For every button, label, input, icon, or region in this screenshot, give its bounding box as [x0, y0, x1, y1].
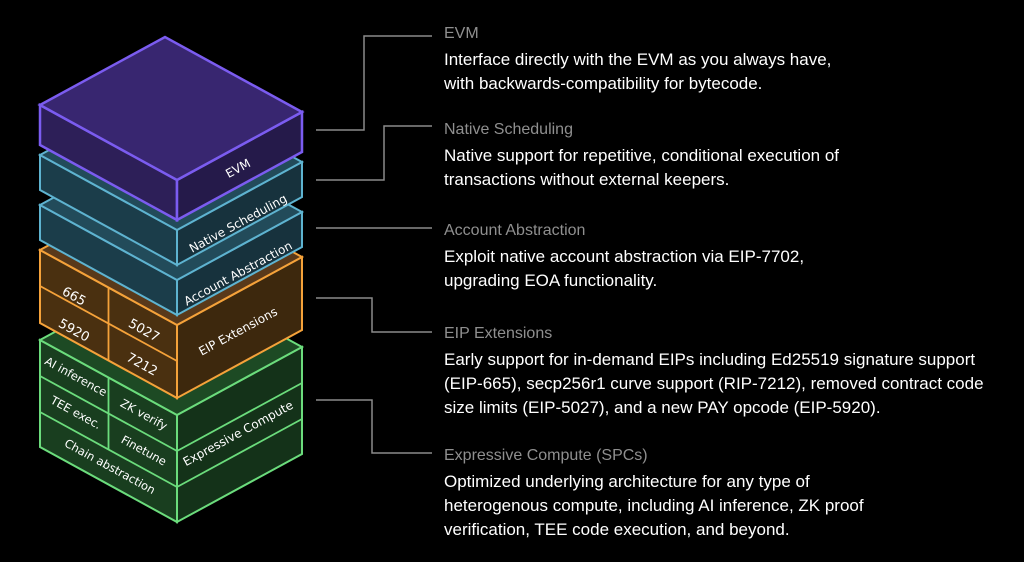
leader-line-eip-extensions — [316, 297, 432, 333]
description-native-scheduling-title: Native Scheduling — [444, 121, 573, 138]
description-eip-extensions: EIP Extensions Early support for in-dema… — [444, 324, 984, 420]
description-native-scheduling: Native Scheduling Native support for rep… — [444, 120, 839, 192]
description-expressive-compute-title: Expressive Compute (SPCs) — [444, 447, 648, 464]
description-evm: EVM Interface directly with the EVM as y… — [444, 24, 831, 96]
description-eip-extensions-line: Early support for in-demand EIPs includi… — [444, 350, 976, 369]
description-expressive-compute-line: heterogenous compute, including AI infer… — [444, 496, 864, 515]
description-account-abstraction-body: Exploit native account abstraction via E… — [444, 245, 804, 293]
expressive-compute-divider-right2 — [176, 418, 303, 488]
description-eip-extensions-title: EIP Extensions — [444, 325, 553, 342]
description-evm-line: with backwards-compatibility for bytecod… — [444, 74, 763, 93]
layer-evm: EVM — [37, 35, 305, 223]
eip-extensions-dividers — [39, 285, 178, 362]
description-account-abstraction-title: Account Abstraction — [444, 222, 586, 239]
expressive-compute-divider-h2 — [39, 411, 178, 488]
description-account-abstraction-line: Exploit native account abstraction via E… — [444, 247, 805, 266]
description-expressive-compute-line: verification, TEE code execution, and be… — [444, 520, 790, 539]
leader-line-native-scheduling — [316, 125, 432, 181]
description-expressive-compute: Expressive Compute (SPCs) Optimized unde… — [444, 446, 864, 542]
description-evm-body: Interface directly with the EVM as you a… — [444, 48, 831, 96]
description-native-scheduling-body: Native support for repetitive, condition… — [444, 144, 839, 192]
description-native-scheduling-line: transactions without external keepers. — [444, 170, 730, 189]
expressive-compute-dividers — [39, 375, 303, 488]
description-evm-line: Interface directly with the EVM as you a… — [444, 50, 832, 69]
expressive-compute-divider-h1 — [39, 375, 178, 452]
leader-line-evm — [316, 35, 432, 131]
description-eip-extensions-line: size limits (EIP-5027), and a new PAY op… — [444, 398, 881, 417]
description-expressive-compute-line: Optimized underlying architecture for an… — [444, 472, 810, 491]
description-account-abstraction: Account Abstraction Exploit native accou… — [444, 221, 804, 293]
description-eip-extensions-body: Early support for in-demand EIPs includi… — [444, 348, 984, 420]
leader-lines — [316, 35, 432, 454]
description-expressive-compute-body: Optimized underlying architecture for an… — [444, 470, 864, 542]
evm-top-face — [37, 35, 305, 182]
expressive-compute-divider-right1 — [176, 382, 303, 452]
eip-extensions-divider-h — [39, 285, 178, 362]
description-native-scheduling-line: Native support for repetitive, condition… — [444, 146, 840, 165]
description-eip-extensions-line: (EIP-665), secp256r1 curve support (RIP-… — [444, 374, 984, 393]
description-evm-title: EVM — [444, 25, 479, 42]
description-account-abstraction-line: upgrading EOA functionality. — [444, 271, 658, 290]
leader-line-expressive-compute — [316, 399, 432, 454]
